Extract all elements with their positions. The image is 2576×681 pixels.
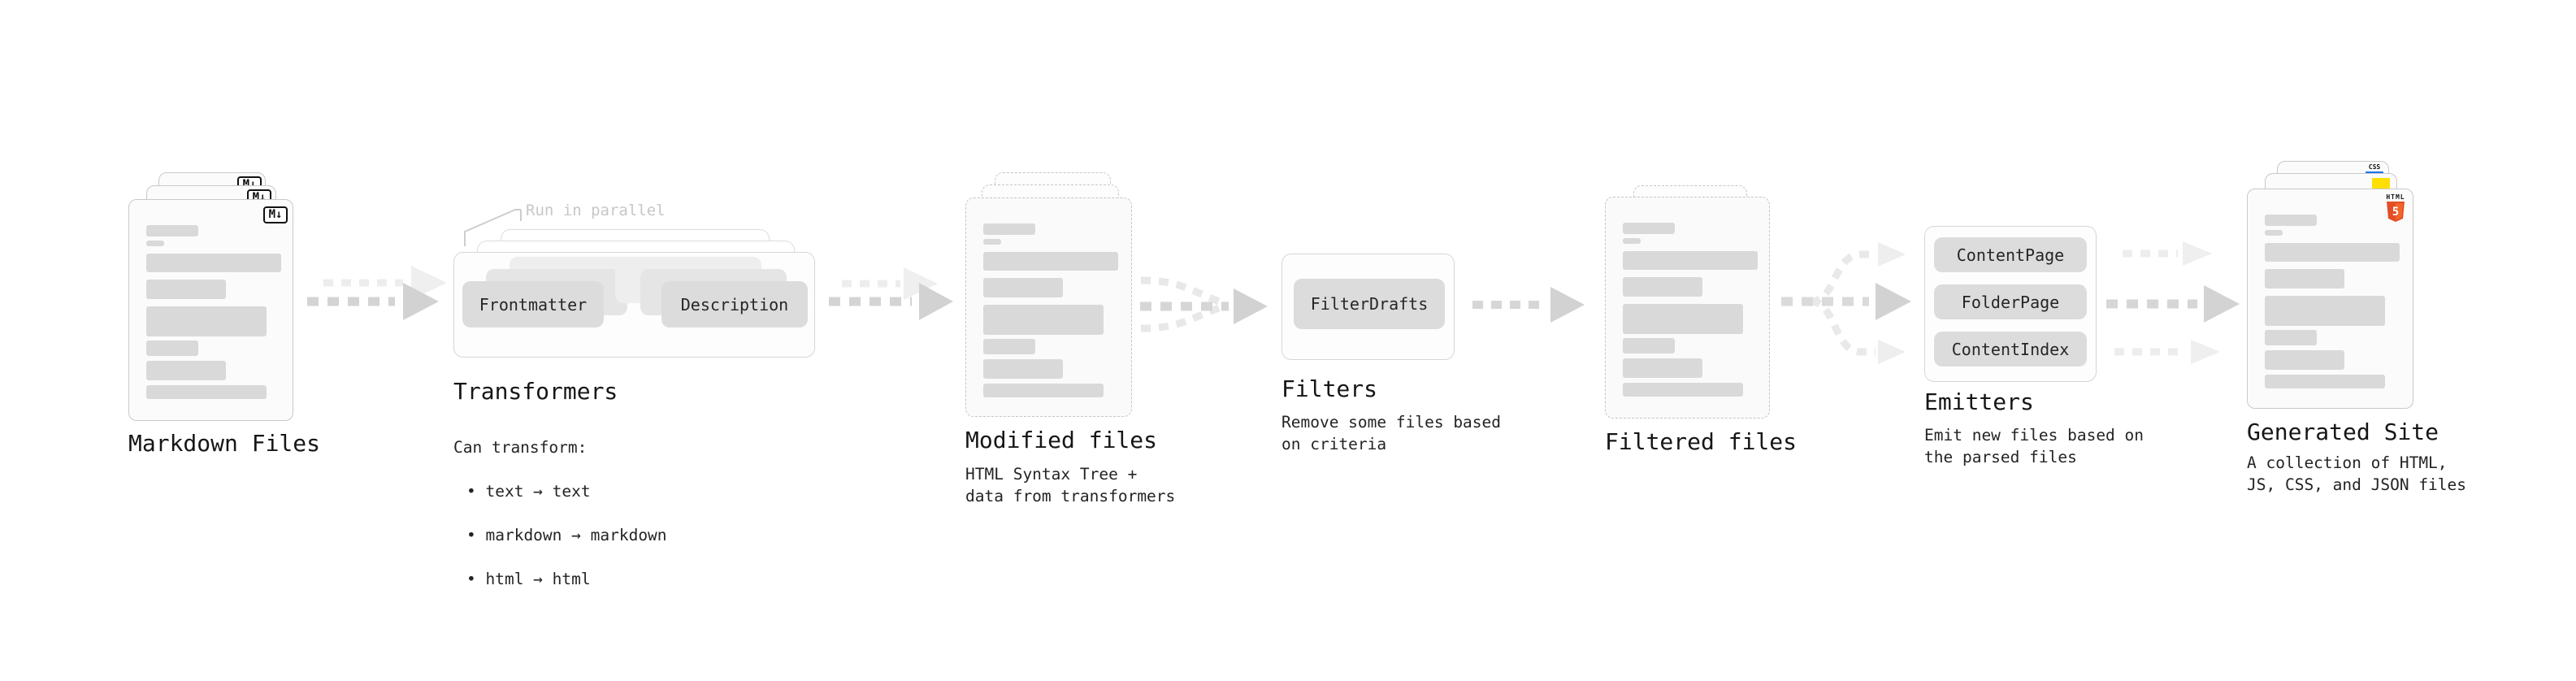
emitters-subtitle: Emit new files based on the parsed files: [1924, 426, 2144, 466]
arrow-emitters-to-generated: [2106, 241, 2240, 364]
stage-title-modified: Modified files: [965, 427, 1158, 453]
html5-shield: 5: [2387, 202, 2405, 222]
arrow-transformers-to-modified: [829, 267, 953, 320]
filter-pill-filterdrafts: FilterDrafts: [1294, 279, 1445, 329]
transform-bullet: • markdown → markdown: [466, 526, 667, 544]
stage-title-emitters: Emitters: [1924, 388, 2034, 415]
document-skeleton: [146, 225, 281, 399]
arrow-modified-to-filters-merge: [1140, 276, 1268, 332]
document-skeleton: [1623, 223, 1758, 397]
css-icon-label: CSS: [2368, 163, 2381, 171]
markdown-file-card: M↓: [128, 199, 293, 421]
js-file-icon: [2372, 178, 2390, 189]
document-skeleton: [2265, 215, 2400, 388]
stage-title-generated: Generated Site: [2247, 419, 2439, 445]
arrow-filters-to-filtered: [1472, 287, 1585, 323]
filters-subtitle: Remove some files based on criteria: [1281, 413, 1502, 453]
stage-title-filters: Filters: [1281, 375, 1378, 402]
modified-subtitle: HTML Syntax Tree + data from transformer…: [965, 465, 1176, 505]
emitter-pill-contentindex: ContentIndex: [1934, 332, 2087, 367]
generated-subtitle: A collection of HTML, JS, CSS, and JSON …: [2247, 453, 2467, 494]
arrow-markdown-to-transformers: [307, 266, 447, 320]
stage-title-transformers: Transformers: [453, 378, 618, 405]
emitter-pill-folderpage: FolderPage: [1934, 284, 2087, 319]
html5-icon: HTML 5: [2385, 193, 2406, 227]
stage-title-markdown: Markdown Files: [128, 430, 321, 457]
transformer-pill-frontmatter: Frontmatter: [462, 281, 604, 327]
generated-file-card-html: HTML 5: [2247, 189, 2413, 409]
markdown-icon: M↓: [263, 206, 288, 223]
can-transform-label: Can transform:: [453, 438, 588, 457]
transform-bullet: • html → html: [466, 570, 591, 588]
filtered-file-card: [1605, 197, 1770, 419]
transformer-pill-description: Description: [661, 281, 808, 327]
html5-icon-word: HTML: [2386, 193, 2405, 201]
transformers-description: Can transform: • text → text • markdown …: [453, 414, 667, 612]
stage-title-filtered: Filtered files: [1605, 428, 1798, 455]
svg-text:5: 5: [2392, 206, 2399, 219]
css-file-icon: CSS: [2366, 164, 2383, 174]
transform-bullet: • text → text: [466, 482, 591, 501]
emitter-pill-contentpage: ContentPage: [1934, 237, 2087, 272]
run-in-parallel-note: Run in parallel: [526, 202, 666, 219]
document-skeleton: [983, 223, 1118, 397]
arrow-filtered-to-emitters-fanout: [1781, 242, 1911, 364]
modified-file-card: [965, 197, 1132, 417]
